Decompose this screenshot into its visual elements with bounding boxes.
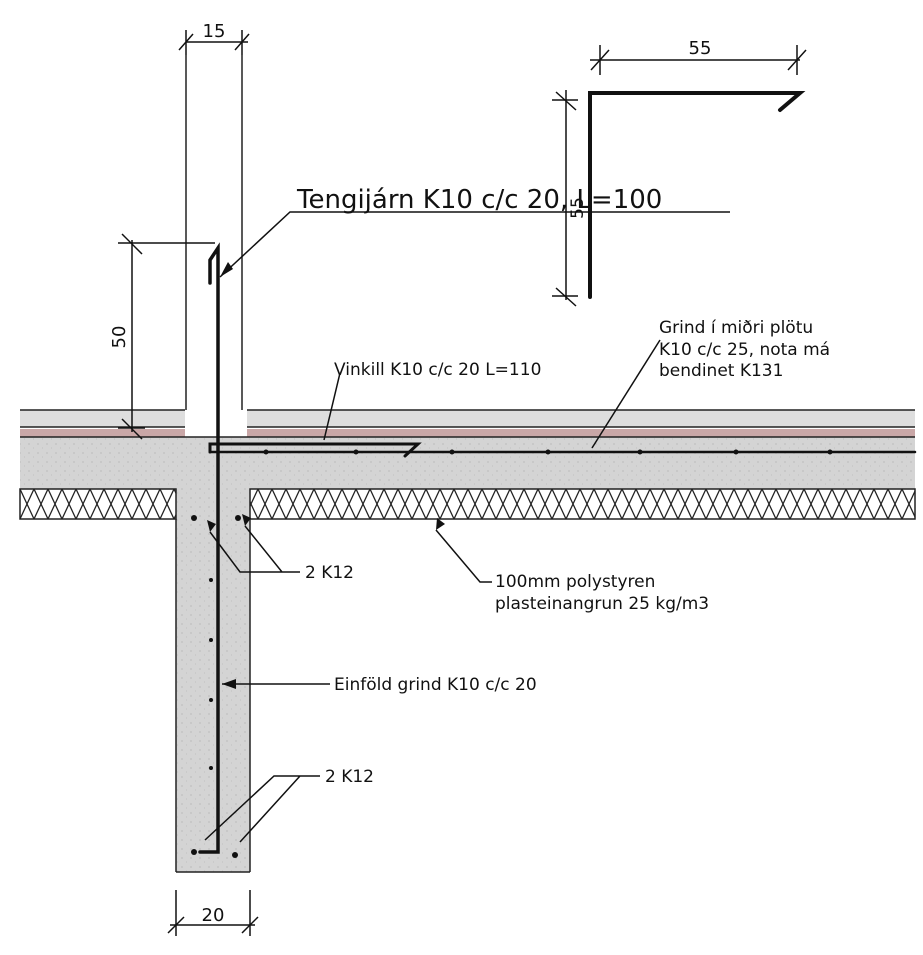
leader-tengijarn (219, 211, 730, 278)
concrete-section (20, 410, 915, 872)
dim-bar-vertical (552, 90, 578, 307)
dim-starter-height (118, 233, 215, 440)
reinforcement (198, 91, 917, 854)
screed-left (20, 410, 185, 427)
leader-grind (591, 339, 661, 449)
leader-k12-bottom (204, 775, 320, 843)
outlines (20, 55, 915, 873)
label-grind-line2: K10 c/c 25, nota má (659, 340, 830, 360)
label-einfold: Einföld grind K10 c/c 20 (334, 675, 537, 695)
label-grind-line3: bendinet K131 (659, 361, 783, 381)
dim-wall-thickness (178, 30, 250, 55)
label-grind-line1: Grind í miðri plötu (659, 318, 813, 338)
label-insulation-line1: 100mm polystyren (495, 572, 655, 592)
label-k12-top: 2 K12 (305, 563, 354, 583)
membrane-left (20, 429, 185, 437)
insulation-layer (19, 488, 916, 520)
leader-vinkill (323, 372, 341, 441)
dim-55-vertical-label: 55 (568, 197, 588, 219)
leader-k12-top (209, 525, 300, 573)
dim-50-label: 50 (109, 326, 130, 349)
bent-bar-shape (588, 91, 806, 299)
angle-bar (208, 442, 422, 458)
insulation-right (249, 488, 916, 520)
leader-arrows (207, 262, 445, 689)
footing-concrete (176, 489, 250, 872)
label-tengijarn: Tengijárn K10 c/c 20, L=100 (296, 185, 662, 215)
dim-footing-width (167, 890, 259, 936)
dim-55-horizontal-label: 55 (689, 38, 712, 59)
rebar-dots (191, 449, 833, 858)
label-k12-bottom: 2 K12 (325, 767, 374, 787)
dim-20-label: 20 (202, 905, 225, 926)
slab-concrete (20, 437, 915, 489)
starter-bar (198, 242, 220, 854)
insulation-left (19, 488, 177, 520)
label-vinkill: Vinkill K10 c/c 20 L=110 (334, 360, 541, 380)
screed-right (247, 410, 915, 427)
leader-insulation (435, 529, 492, 583)
leaders (204, 211, 730, 843)
dim-bar-horizontal (590, 45, 807, 75)
membrane-right (247, 429, 915, 437)
label-insulation-line2: plasteinangrun 25 kg/m3 (495, 594, 709, 614)
dim-top-label: 15 (203, 21, 226, 42)
